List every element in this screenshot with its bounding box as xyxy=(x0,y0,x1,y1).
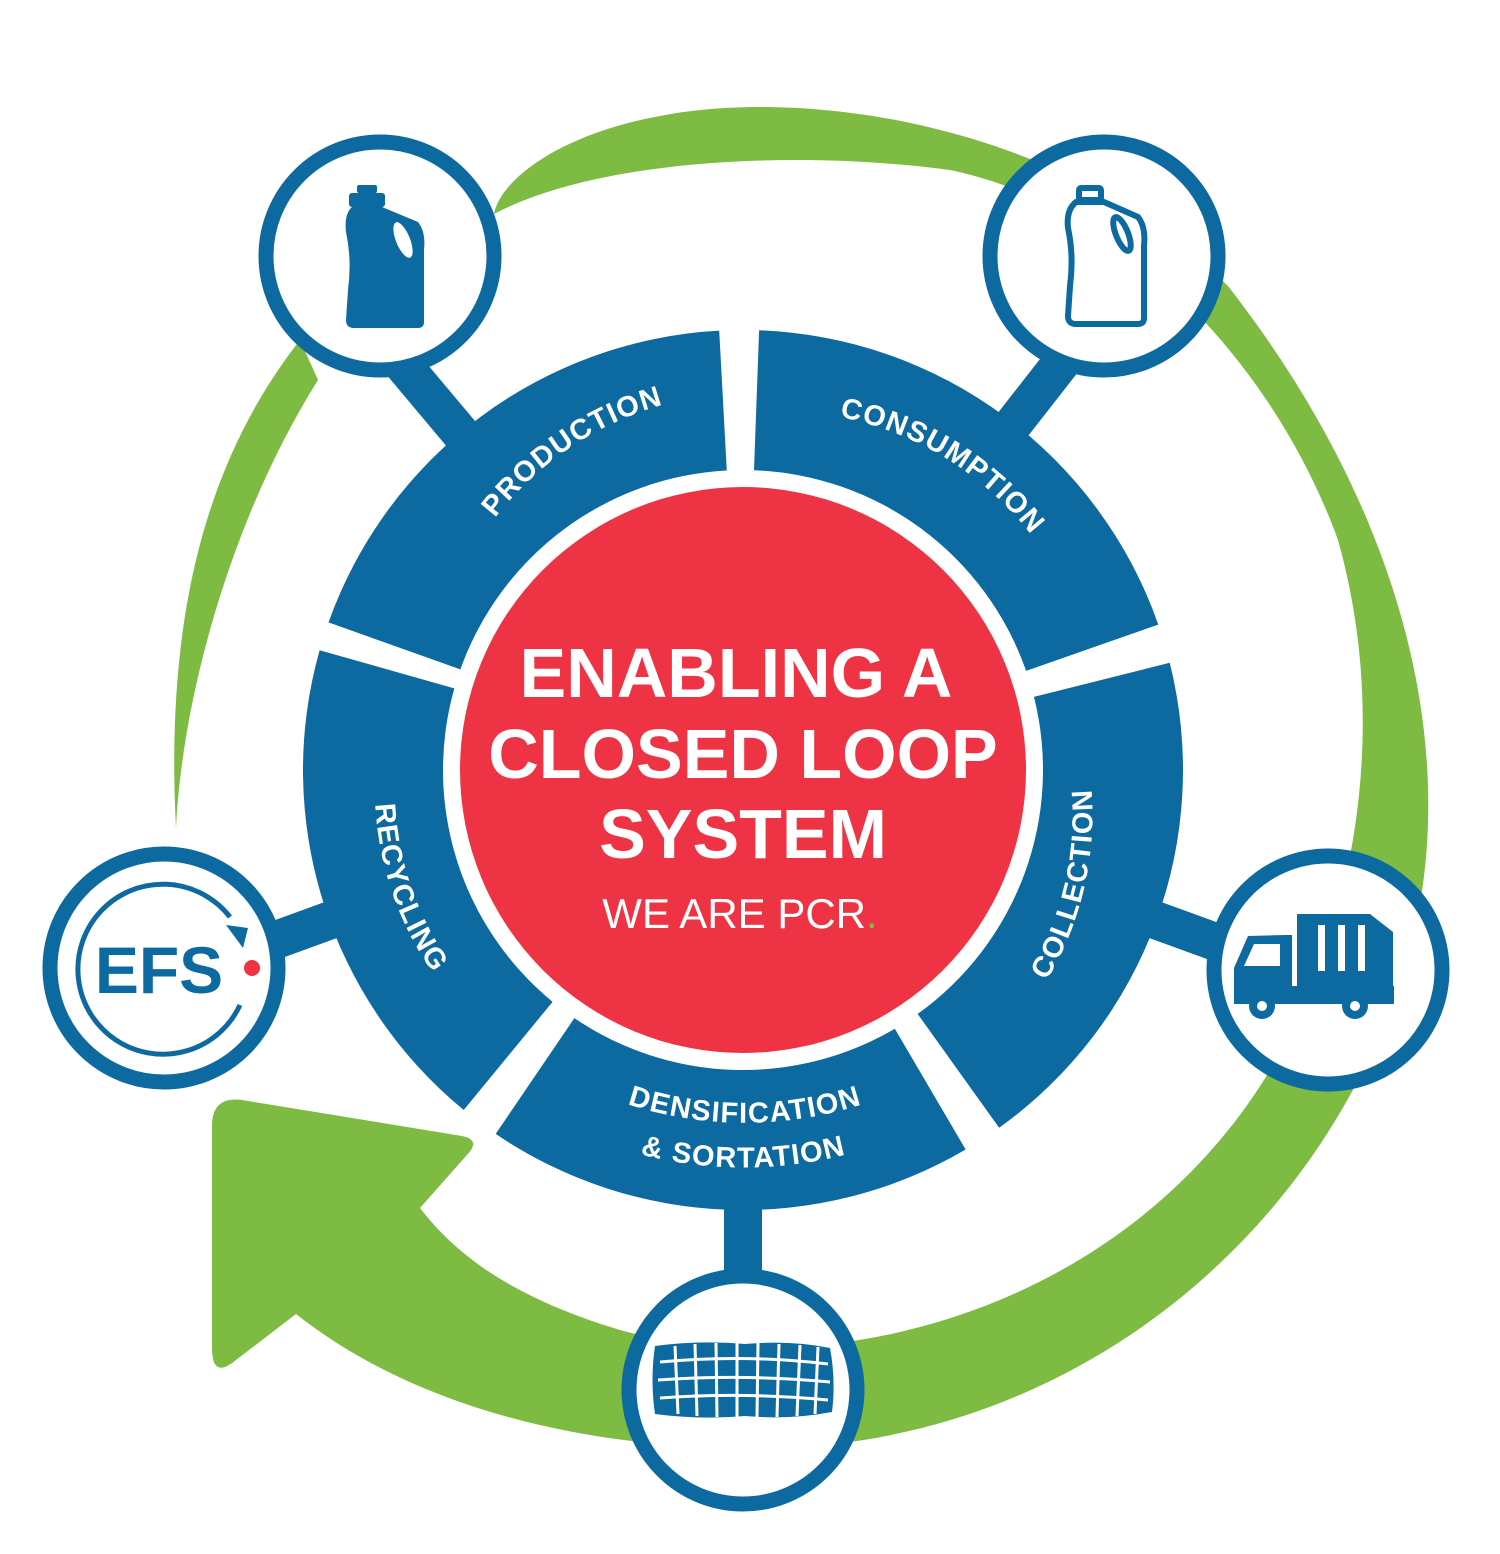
empty-bottle-icon xyxy=(1064,185,1148,327)
consumption-icon-circle xyxy=(982,134,1226,378)
tagline: WE ARE PCR. xyxy=(602,890,877,937)
bale-icon xyxy=(652,1342,834,1418)
production-segment xyxy=(328,330,727,670)
center-circle xyxy=(460,487,1026,1053)
title-line-1: ENABLING A xyxy=(520,634,953,712)
consumption-segment xyxy=(753,330,1159,671)
recycling-segment xyxy=(303,650,553,1111)
truck-icon xyxy=(1234,914,1394,1019)
center-title: ENABLING A CLOSED LOOP SYSTEM WE ARE PCR… xyxy=(488,634,997,937)
collection-segment xyxy=(917,662,1184,1128)
tagline-dot: . xyxy=(866,890,878,937)
stage-ring xyxy=(303,330,1184,1210)
title-line-2: CLOSED LOOP xyxy=(488,715,997,793)
title-line-3: SYSTEM xyxy=(599,795,887,873)
efs-logo-text: EFS xyxy=(95,933,223,1007)
recycling-icon-circle xyxy=(42,846,286,1090)
green-arrow-tail xyxy=(174,340,318,828)
tagline-text: WE ARE PCR xyxy=(602,890,866,937)
efs-logo: EFS xyxy=(75,881,260,1057)
green-arrow-body xyxy=(212,106,1429,1449)
green-loop-arrow xyxy=(174,106,1429,1449)
bottle-handle-hole xyxy=(393,222,413,258)
densification-segment xyxy=(495,1018,966,1210)
